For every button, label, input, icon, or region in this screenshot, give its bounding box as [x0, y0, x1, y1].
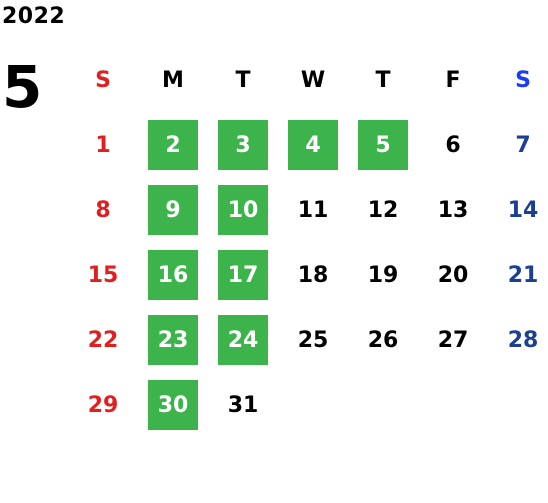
calendar-month: 5 [2, 53, 43, 121]
day-number: 31 [227, 392, 259, 418]
day-number: 28 [507, 327, 539, 353]
day-number: 7 [515, 132, 531, 158]
day-cell-5: 5 [348, 120, 418, 170]
day-number: 3 [218, 120, 268, 170]
day-cell-22: 22 [68, 315, 138, 365]
day-cell-12: 12 [348, 185, 418, 235]
day-number: 10 [218, 185, 268, 235]
day-cell-11: 11 [278, 185, 348, 235]
day-cell-28: 28 [488, 315, 548, 365]
day-number: 22 [87, 327, 119, 353]
day-cell-9: 9 [138, 185, 208, 235]
weekday-header-sunday: S [95, 67, 111, 93]
day-cell-17: 17 [208, 250, 278, 300]
day-cell-10: 10 [208, 185, 278, 235]
day-cell-15: 15 [68, 250, 138, 300]
day-number: 12 [367, 197, 399, 223]
day-number: 5 [358, 120, 408, 170]
day-cell-1: 1 [68, 120, 138, 170]
day-number: 30 [148, 380, 198, 430]
day-number: 19 [367, 262, 399, 288]
day-cell-7: 7 [488, 120, 548, 170]
day-number: 18 [297, 262, 329, 288]
day-number: 6 [445, 132, 461, 158]
weekday-header-wednesday: W [300, 67, 326, 93]
day-number: 4 [288, 120, 338, 170]
day-cell-13: 13 [418, 185, 488, 235]
day-number: 21 [507, 262, 539, 288]
day-number: 8 [95, 197, 111, 223]
day-cell-25: 25 [278, 315, 348, 365]
day-number: 29 [87, 392, 119, 418]
day-cell-4: 4 [278, 120, 348, 170]
day-number: 20 [437, 262, 469, 288]
day-cell-6: 6 [418, 120, 488, 170]
day-cell-14: 14 [488, 185, 548, 235]
day-number: 14 [507, 197, 539, 223]
day-cell-29: 29 [68, 380, 138, 430]
day-number: 17 [218, 250, 268, 300]
day-cell-30: 30 [138, 380, 208, 430]
day-cell-24: 24 [208, 315, 278, 365]
day-cell-8: 8 [68, 185, 138, 235]
day-number: 27 [437, 327, 469, 353]
weekday-header-monday: M [162, 67, 184, 93]
day-cell-21: 21 [488, 250, 548, 300]
day-cell-23: 23 [138, 315, 208, 365]
day-cell-19: 19 [348, 250, 418, 300]
weekday-header-tuesday: T [235, 67, 251, 93]
weekday-header-friday: F [445, 67, 461, 93]
day-number: 15 [87, 262, 119, 288]
day-cell-26: 26 [348, 315, 418, 365]
day-number: 9 [148, 185, 198, 235]
day-cell-31: 31 [208, 380, 278, 430]
day-number: 16 [148, 250, 198, 300]
day-cell-2: 2 [138, 120, 208, 170]
weekday-header-saturday: S [515, 67, 531, 93]
calendar-year: 2022 [2, 4, 66, 29]
day-number: 25 [297, 327, 329, 353]
day-cell-18: 18 [278, 250, 348, 300]
day-cell-3: 3 [208, 120, 278, 170]
day-cell-20: 20 [418, 250, 488, 300]
day-number: 13 [437, 197, 469, 223]
weekday-header-thursday: T [375, 67, 391, 93]
day-number: 26 [367, 327, 399, 353]
day-cell-27: 27 [418, 315, 488, 365]
day-number: 11 [297, 197, 329, 223]
day-cell-16: 16 [138, 250, 208, 300]
day-number: 24 [218, 315, 268, 365]
day-number: 2 [148, 120, 198, 170]
day-number: 1 [95, 132, 111, 158]
day-number: 23 [148, 315, 198, 365]
